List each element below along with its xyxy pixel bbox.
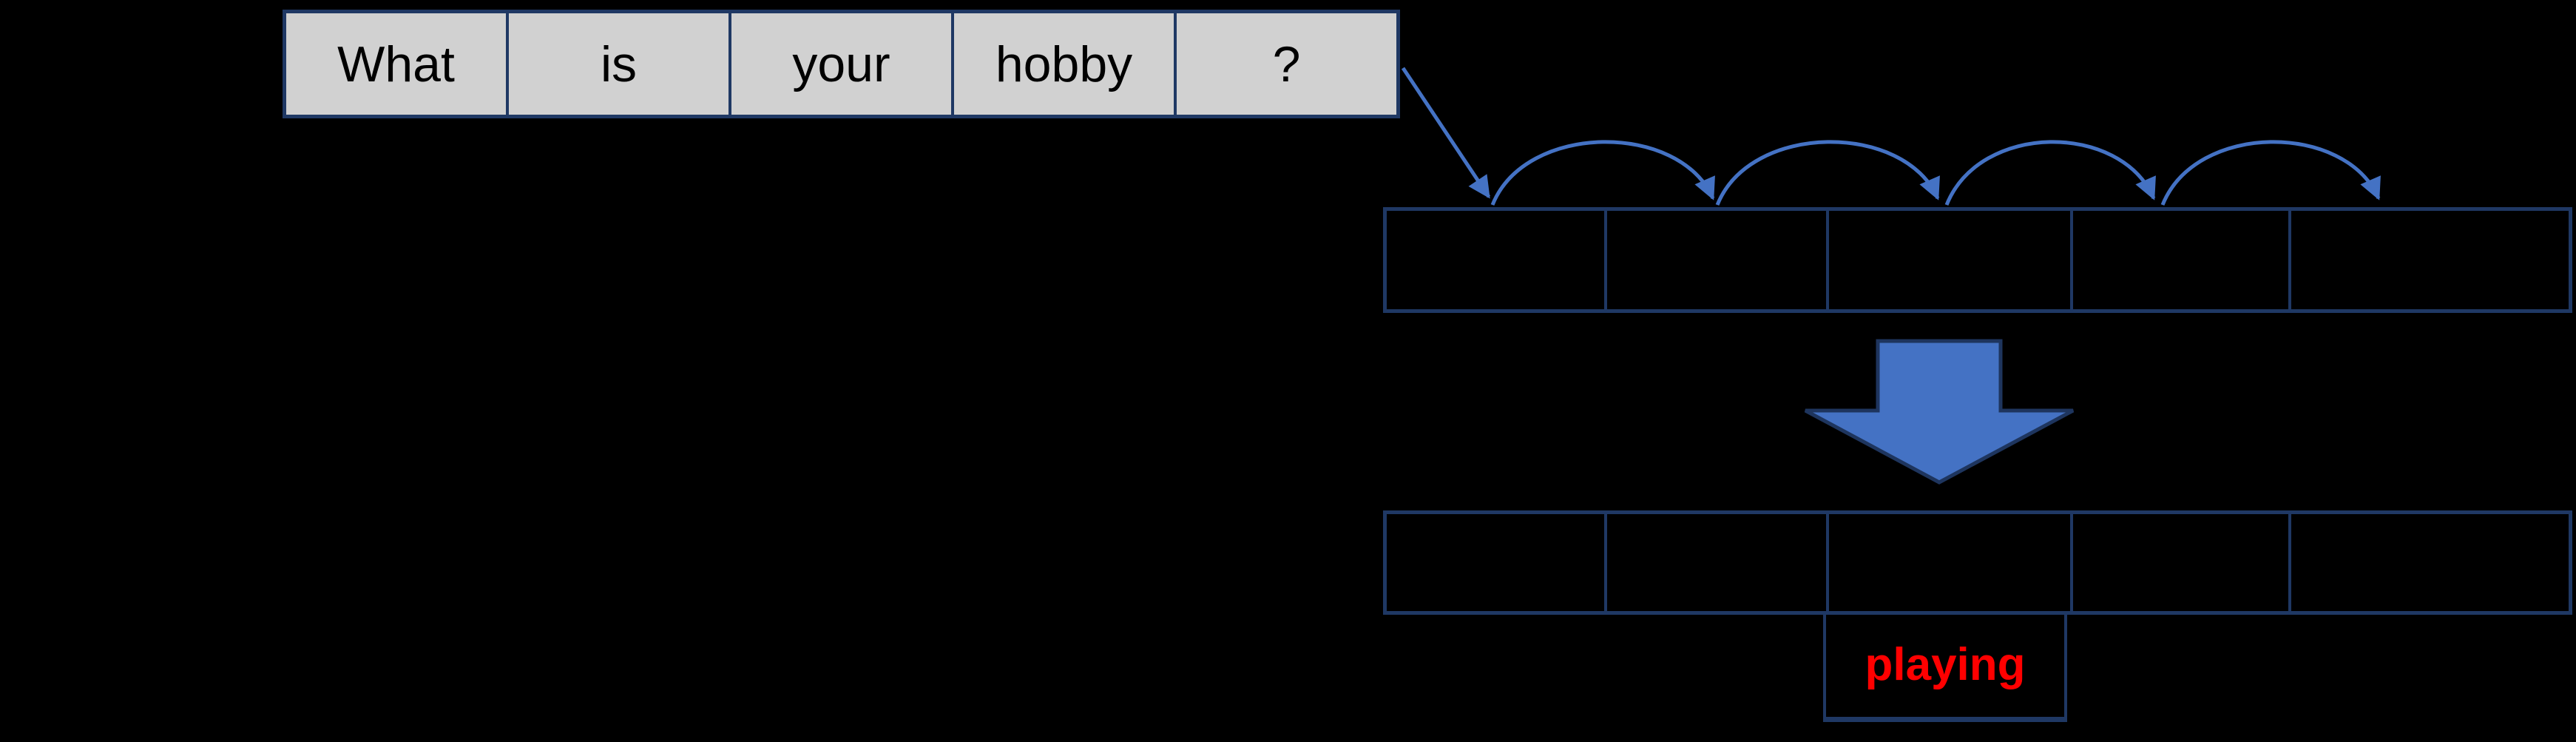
big-down-arrow-icon [1804, 339, 2075, 485]
output-cell [1604, 514, 1826, 611]
output-row [1383, 510, 2572, 615]
question-word: ? [1272, 36, 1301, 92]
predicted-word: playing [1865, 638, 2026, 690]
sequence-cell [1604, 211, 1826, 309]
output-cell [2288, 514, 2569, 611]
word-hop-arc-icon [1715, 140, 1940, 206]
sequence-cell [2069, 211, 2289, 309]
question-word-cell: ? [1174, 13, 1396, 115]
sequence-row [1383, 207, 2572, 313]
word-hop-arc-icon [1490, 140, 1715, 206]
question-word-cell: your [728, 13, 951, 115]
question-sentence-row: What is your hobby ? [283, 10, 1400, 118]
sequence-cell [1387, 211, 1604, 309]
question-word: hobby [995, 36, 1133, 92]
question-word: What [337, 36, 455, 92]
question-word-cell: hobby [951, 13, 1174, 115]
question-word-cell: What [286, 13, 506, 115]
question-word-cell: is [506, 13, 728, 115]
output-cell [1387, 514, 1604, 611]
sequence-cell [1826, 211, 2069, 309]
predicted-word-box: playing [1823, 612, 2067, 722]
question-word: your [792, 36, 890, 92]
output-cell [2069, 514, 2289, 611]
word-hop-arc-icon [2160, 140, 2381, 206]
sentence-to-sequence-arrow-icon [1401, 67, 1491, 199]
word-hop-arc-icon [1944, 140, 2156, 206]
sequence-cell [2288, 211, 2569, 309]
output-cell [1826, 514, 2069, 611]
question-word: is [600, 36, 638, 92]
